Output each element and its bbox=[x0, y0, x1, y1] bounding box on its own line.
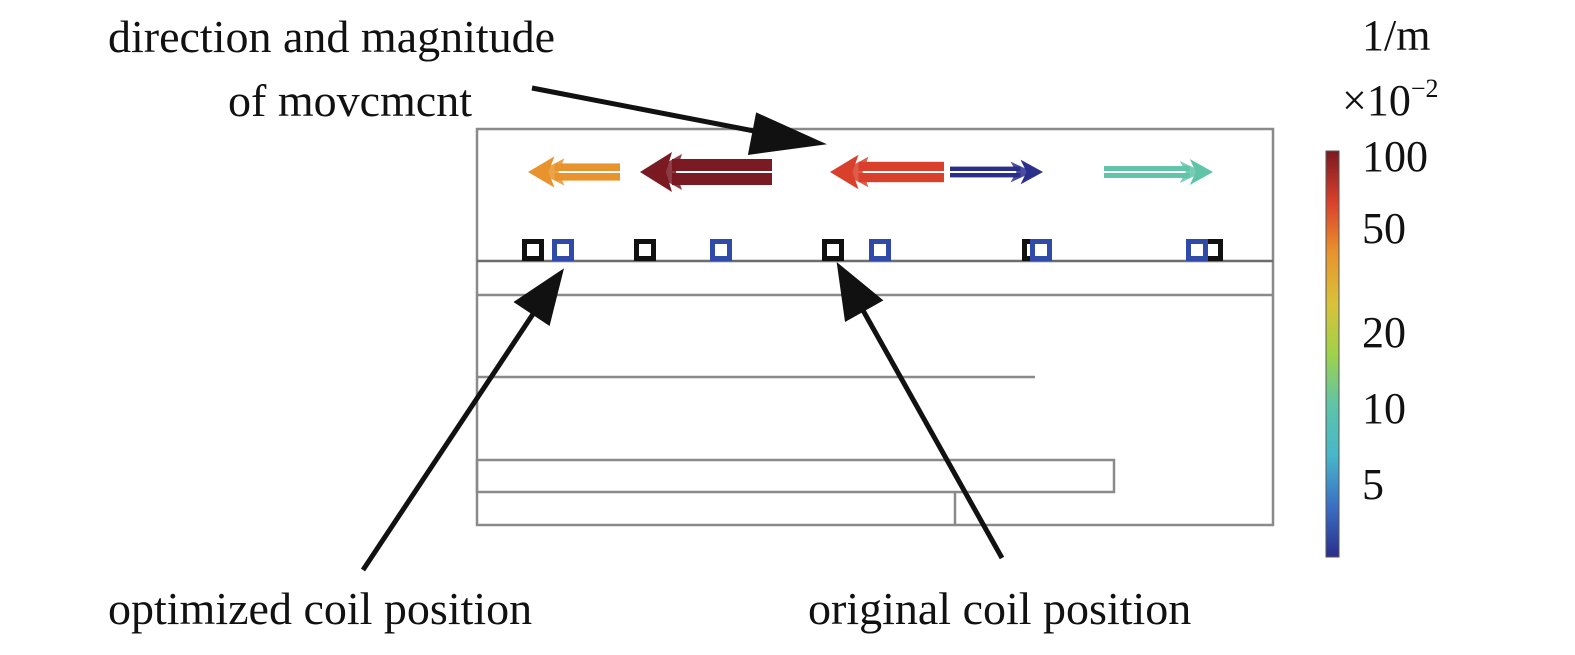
callout-optimized-line bbox=[360, 303, 542, 572]
colorbar-scale-exponent: −2 bbox=[1410, 74, 1439, 103]
label-original-coil: original coil position bbox=[808, 583, 1192, 634]
callout-arrows bbox=[360, 85, 1005, 572]
colorbar-tick-label: 5 bbox=[1362, 460, 1384, 509]
colorbar-unit: 1/m bbox=[1362, 11, 1431, 60]
geometry-outline bbox=[475, 127, 1275, 527]
optimized-coil-marker bbox=[710, 239, 732, 261]
domain-frame bbox=[475, 127, 1275, 527]
optimized-coil-marker bbox=[869, 239, 891, 261]
colorbar-tick-label: 10 bbox=[1362, 384, 1406, 433]
original-coil-marker bbox=[634, 239, 656, 261]
original-coil-marker bbox=[822, 239, 844, 261]
optimized-coil-marker bbox=[1186, 239, 1208, 261]
coil-markers bbox=[522, 239, 1223, 261]
callout-optimized-head bbox=[513, 268, 564, 327]
movement-arrow bbox=[830, 154, 944, 190]
label-optimized-coil: optimized coil position bbox=[108, 583, 533, 634]
movement-arrow bbox=[950, 159, 1043, 185]
colorbar-tick-label: 50 bbox=[1362, 204, 1406, 253]
colorbar bbox=[1325, 150, 1340, 558]
original-coil-marker bbox=[522, 239, 544, 261]
callout-original-head bbox=[836, 262, 884, 322]
colorbar-tick-label: 20 bbox=[1362, 308, 1406, 357]
movement-arrow bbox=[1104, 159, 1213, 185]
label-movement-line1: direction and magnitude bbox=[108, 11, 556, 62]
callout-original-line bbox=[857, 303, 1005, 560]
label-movement-line2: of movcmcnt bbox=[228, 75, 472, 126]
colorbar-gradient bbox=[1325, 150, 1340, 558]
movement-arrows bbox=[528, 152, 1213, 192]
movement-arrow bbox=[640, 152, 772, 192]
callout-movement-head bbox=[747, 112, 828, 155]
colorbar-scale-prefix: ×10 bbox=[1342, 76, 1411, 125]
optimized-coil-marker bbox=[552, 239, 574, 261]
movement-arrow bbox=[528, 156, 620, 188]
colorbar-tick-label: 100 bbox=[1362, 132, 1428, 181]
callout-movement-line bbox=[531, 85, 781, 139]
colorbar-scale: ×10−2 bbox=[1342, 76, 1439, 123]
optimized-coil-marker bbox=[1030, 239, 1052, 261]
lower-block bbox=[475, 458, 1116, 494]
